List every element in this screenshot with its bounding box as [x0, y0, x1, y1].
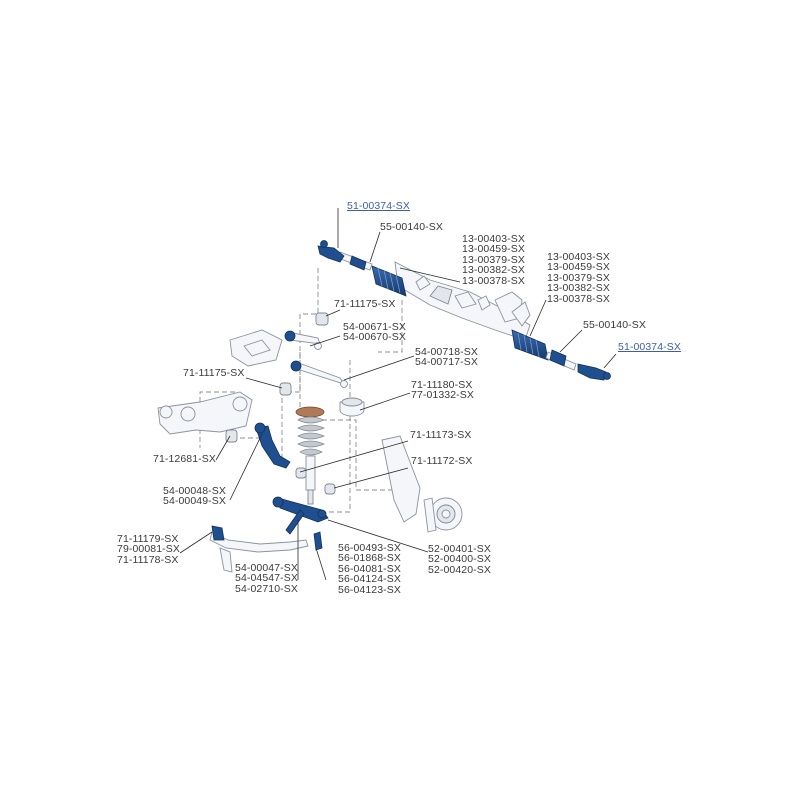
label-tie-rod-right: 55-00140-SX	[583, 319, 646, 331]
part-number: 54-00048-SX	[163, 485, 226, 497]
part-number: 13-00378-SX	[547, 292, 610, 305]
part-number: 56-04081-SX	[338, 562, 401, 575]
part-number: 56-00493-SX	[338, 542, 401, 554]
part-number: 54-00670-SX	[343, 331, 406, 344]
label-tie-rod-left: 55-00140-SX	[380, 221, 443, 233]
part-number: 52-00401-SX	[428, 543, 491, 555]
part-number: 77-01332-SX	[411, 389, 474, 402]
part-number: 52-00400-SX	[428, 553, 491, 566]
tie-rod-ends	[317, 240, 611, 381]
steering-rack	[394, 261, 531, 341]
part-number: 13-00379-SX	[547, 271, 610, 284]
label-subframe-bushing: 71-12681-SX	[153, 453, 216, 465]
part-number: 56-01868-SX	[338, 552, 401, 565]
part-number: 71-11178-SX	[117, 553, 179, 566]
knuckle-hub	[381, 435, 463, 533]
part-number: 13-00382-SX	[547, 282, 610, 295]
label-bushing-upper: 71-11175-SX	[334, 298, 396, 310]
part-number: 71-11175-SX	[334, 298, 396, 310]
part-number: 71-11173-SX	[410, 429, 472, 441]
part-number: 54-00717-SX	[415, 356, 478, 369]
part-number: 71-12681-SX	[153, 453, 216, 465]
part-number: 13-00459-SX	[547, 261, 610, 274]
part-number: 13-00459-SX	[462, 243, 525, 256]
label-bushing-knuckle-1: 71-11173-SX	[410, 429, 472, 441]
lower-arm-rear-shape	[254, 422, 291, 469]
part-number: 56-04124-SX	[338, 573, 401, 586]
lower-arm-front-shape	[272, 496, 329, 551]
part-number: 71-11175-SX	[183, 367, 245, 379]
part-number[interactable]: 51-00374-SX	[347, 200, 410, 212]
part-number: 79-00081-SX	[117, 543, 180, 556]
label-tie-rod-end-right[interactable]: 51-00374-SX	[618, 341, 681, 353]
upper-arms	[279, 312, 348, 396]
part-number[interactable]: 51-00374-SX	[618, 341, 681, 353]
label-bushing-knuckle-2: 71-11172-SX	[411, 455, 473, 467]
strut-mount-shape	[339, 397, 365, 417]
label-bushing-left: 71-11175-SX	[183, 367, 245, 379]
part-number: 13-00379-SX	[462, 253, 525, 266]
part-number: 52-00420-SX	[428, 563, 491, 576]
part-number: 71-11179-SX	[117, 533, 179, 545]
part-number: 13-00378-SX	[462, 274, 525, 287]
part-number: 54-00049-SX	[163, 495, 226, 508]
stabilizer-bar	[209, 525, 309, 573]
part-number: 55-00140-SX	[380, 221, 443, 233]
part-number: 54-00047-SX	[235, 562, 298, 574]
label-tie-rod-end-left[interactable]: 51-00374-SX	[347, 200, 410, 212]
leader-lines	[179, 208, 617, 581]
subframe-lower	[157, 391, 253, 443]
part-number: 13-00382-SX	[462, 264, 525, 277]
part-number: 54-00671-SX	[343, 321, 406, 333]
part-number: 55-00140-SX	[583, 319, 646, 331]
part-number: 54-02710-SX	[235, 582, 298, 595]
rack-boot-right-shape	[511, 329, 549, 361]
coil-spring	[295, 406, 336, 505]
part-number: 56-04123-SX	[338, 583, 401, 596]
part-number: 54-00718-SX	[415, 346, 478, 358]
part-number: 54-04547-SX	[235, 572, 298, 585]
part-number: 13-00403-SX	[462, 233, 525, 245]
subframe-upper	[229, 329, 283, 367]
part-number: 13-00403-SX	[547, 251, 610, 263]
rack-boot-left-shape	[371, 265, 407, 297]
part-number: 71-11180-SX	[411, 379, 473, 391]
part-number: 71-11172-SX	[411, 455, 473, 467]
